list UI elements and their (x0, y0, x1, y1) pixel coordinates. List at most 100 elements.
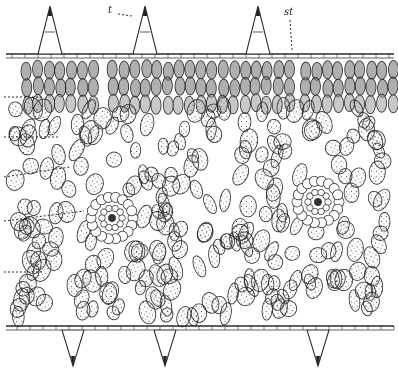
bundle-cell (305, 199, 311, 205)
palisade-cell (66, 94, 76, 112)
palisade-cell (365, 96, 375, 114)
palisade-cell (173, 96, 183, 114)
palisade-cell (174, 60, 184, 78)
palisade-cell (175, 77, 185, 95)
spongy-cell (371, 276, 383, 298)
palisade-cell (107, 60, 117, 78)
palisade-cell (250, 77, 260, 95)
palisade-cell (65, 78, 75, 96)
palisade-cell (89, 60, 99, 78)
palisade-cell (310, 77, 320, 95)
bundle-cell (323, 193, 329, 199)
palisade-cell (388, 95, 398, 113)
spongy-cell (38, 118, 52, 139)
spongy-cell (190, 254, 208, 279)
bundle-cell (119, 215, 125, 221)
palisade-cell (196, 78, 206, 96)
bundle-cell (325, 199, 331, 205)
bundle-cell (101, 221, 107, 227)
palisade-cell (55, 62, 65, 80)
spongy-cell (162, 204, 172, 220)
palisade-cell (152, 61, 162, 79)
palisade-cell (388, 61, 398, 79)
spongy-cell (195, 220, 215, 244)
palisade-cell (77, 61, 87, 79)
spongy-cell (309, 247, 327, 263)
spongy-cell (284, 245, 301, 262)
palisade-cell (322, 95, 332, 113)
palisade-cell (88, 78, 98, 96)
label-st: st (284, 8, 293, 18)
palisade-cell (44, 61, 54, 79)
palisade-cell (119, 61, 129, 79)
spongy-cell (259, 206, 273, 222)
palisade-cell (377, 61, 387, 79)
bundle-cell (312, 189, 318, 195)
palisade-cell (56, 79, 66, 97)
palisade-cell (67, 61, 77, 79)
spongy-cell (119, 123, 136, 144)
label-t: t (108, 6, 112, 16)
palisade-cell (218, 60, 228, 78)
bundle-core (108, 214, 116, 222)
palisade-cell (130, 60, 140, 78)
palisade-cell (151, 78, 161, 96)
palisade-cell (377, 94, 387, 112)
bundle-cell (112, 224, 118, 230)
palisade-cell (22, 79, 32, 97)
spongy-cell (238, 112, 251, 131)
palisade-cell (119, 78, 129, 96)
spongy-cell (20, 156, 41, 177)
palisade-cell (388, 77, 398, 95)
palisade-cell (21, 62, 31, 80)
palisade-cell (284, 60, 294, 78)
spongy-cell (138, 112, 156, 137)
palisade-cell (367, 61, 377, 79)
palisade-cell (151, 96, 161, 114)
bundle-cell (333, 190, 343, 200)
palisade-cell (108, 78, 118, 96)
palisade-cell (163, 96, 173, 114)
palisade-cell (219, 79, 229, 97)
bundle-core (314, 198, 322, 206)
palisade-cell (140, 79, 150, 97)
spongy-cell (266, 118, 282, 135)
spongy-cell (84, 172, 106, 196)
bundle-cell (307, 205, 313, 211)
palisade-cell (354, 61, 364, 79)
palisade-cell (230, 61, 240, 79)
palisade-cell (300, 78, 310, 96)
pointer-line-st (290, 20, 292, 50)
bundle-cell (318, 208, 324, 214)
bundle-cell (99, 215, 105, 221)
spongy-cell (188, 178, 205, 200)
palisade-cell (185, 60, 195, 78)
spongy-cell (148, 239, 168, 262)
palisade-cell (78, 79, 88, 97)
palisade-cell (366, 78, 376, 96)
spongy-cell (230, 162, 252, 188)
palisade-cell (142, 60, 152, 78)
palisade-cell (334, 95, 344, 113)
spongy-cell (201, 193, 219, 216)
palisade-cell (240, 96, 250, 114)
spongy-cell (158, 138, 169, 155)
bundle-cell (117, 209, 123, 215)
spongy-cell (104, 150, 124, 170)
palisade-cell (241, 61, 251, 79)
palisade-cell (44, 78, 54, 96)
palisade-cell (345, 77, 355, 95)
bundle-cell (127, 206, 137, 216)
spongy-cell (345, 237, 365, 263)
palisade-cell (261, 77, 271, 95)
palisade-cell (355, 77, 365, 95)
spongy-cell (218, 188, 232, 212)
palisade-cell (196, 61, 206, 79)
spongy-cell (130, 143, 140, 159)
palisade-cell (54, 94, 64, 112)
palisade-cell (332, 62, 342, 80)
palisade-cell (241, 77, 251, 95)
spongy-cell (7, 100, 24, 118)
